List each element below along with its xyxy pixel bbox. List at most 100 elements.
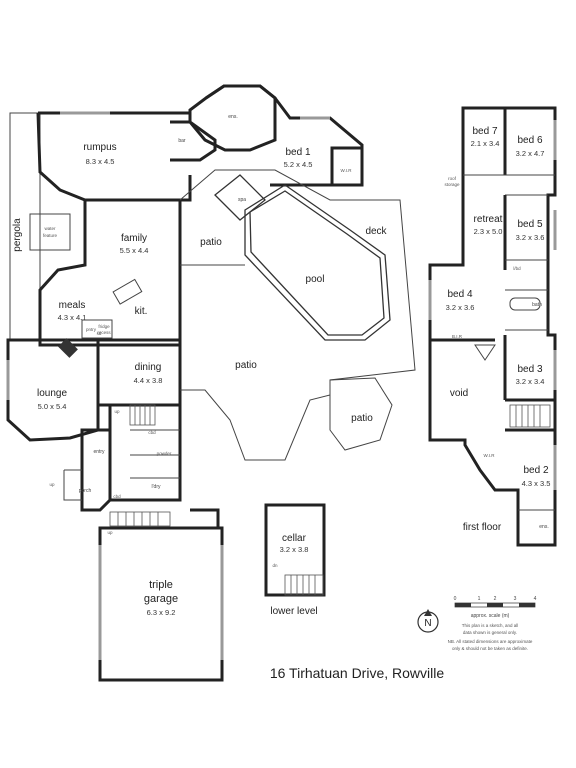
bed7-dims: 2.1 x 3.4 (471, 139, 500, 148)
dining-label: dining (135, 362, 162, 373)
bed6-label: bed 6 (517, 135, 542, 146)
water-feature-box (29, 213, 71, 251)
bed7-label: bed 7 (472, 126, 497, 137)
garage-label-1: triple (149, 579, 173, 591)
meals-label: meals (59, 300, 86, 311)
pantry-label: pntry (86, 327, 97, 332)
bed5-label: bed 5 (517, 219, 542, 230)
bed2-label: bed 2 (523, 465, 548, 476)
pantry-box (81, 319, 113, 339)
upper-stairs (509, 404, 551, 428)
bathtub (509, 297, 541, 311)
pool-label: pool (306, 274, 325, 285)
garage-dims: 6.3 x 9.2 (147, 608, 176, 617)
kitchen-label: kit. (135, 306, 148, 317)
door-mark-dn: dn (272, 563, 278, 568)
fridge-label-1: fridge (98, 324, 110, 329)
property-title: 16 Tirhatuan Drive, Rowville (270, 665, 445, 681)
scale-bar: 0 1 2 3 4 approx. scale (m) This plan is… (448, 596, 537, 651)
roof-storage-label-1: roof (448, 176, 457, 181)
void-arrow (474, 344, 496, 361)
ensuite-walls (188, 84, 277, 152)
wir-walls (330, 146, 364, 187)
garage-label-2: garage (144, 593, 178, 605)
outdoor-areas (179, 169, 416, 461)
lower-level-label: lower level (270, 606, 317, 617)
patio-upper-label: patio (200, 237, 222, 248)
laundry-label: l'dry (151, 484, 161, 490)
entry-label: entry (93, 449, 105, 455)
scale-note-2: data shown is general only. (463, 630, 517, 635)
rumpus-dims: 8.3 x 4.5 (86, 157, 115, 166)
lounge-dims: 5.0 x 5.4 (38, 402, 67, 411)
scale-tick-4: 4 (534, 596, 537, 602)
spa-label: spa (238, 197, 246, 203)
small-patio-outline (329, 377, 393, 451)
dining-dims: 4.4 x 3.8 (134, 376, 163, 385)
roof-storage-label-2: storage (444, 182, 460, 187)
family-label: family (121, 233, 147, 244)
fridge-label-2: recess (97, 330, 111, 335)
lbd-label: l/bd (513, 266, 521, 271)
north-arrow-icon: N (417, 609, 439, 633)
bed3-dims: 3.2 x 3.4 (516, 377, 545, 386)
ground-floor-walls (6, 84, 364, 682)
room-labels: rumpus 8.3 x 4.5 bar ens. bed 1 5.2 x 4.… (12, 114, 388, 617)
bed1-dims: 5.2 x 4.5 (284, 160, 313, 169)
entry-walls (80, 428, 112, 512)
patio-outline (179, 169, 416, 461)
lounge-label: lounge (37, 388, 67, 399)
water-feature-label-2: feature (43, 233, 58, 238)
door-mark-up-2: up (49, 482, 55, 487)
porch-outline (63, 469, 82, 501)
bir-label: B.I.R (452, 334, 463, 339)
scale-tick-1: 1 (478, 596, 481, 602)
scale-tick-0: 0 (454, 596, 457, 602)
cellar-walls (264, 503, 326, 597)
door-mark-up-3: up (107, 530, 113, 535)
first-floor-walls (428, 106, 557, 547)
pool-outline (244, 184, 391, 341)
cbd-label: cbd (148, 430, 156, 435)
fireplace-icon (58, 338, 78, 358)
bath-label: bath (532, 302, 542, 308)
powder-label: powder (157, 451, 172, 456)
scale-note-1: This plan is a sketch, and all (462, 623, 519, 628)
family-walls (38, 198, 182, 347)
scale-note-4: only & should not be taken as definite. (452, 646, 528, 651)
spa-outline (214, 174, 266, 221)
door-mark-sd: sd (97, 331, 102, 336)
meals-dims: 4.3 x 4.1 (58, 313, 87, 322)
north-label: N (424, 618, 431, 629)
patio-mid-label: patio (235, 360, 257, 371)
ens-label: ens. (228, 114, 237, 120)
scale-tick-2: 2 (494, 596, 497, 602)
bed4-dims: 3.2 x 3.6 (446, 303, 475, 312)
scale-caption: approx. scale (m) (471, 613, 510, 619)
bed1-label: bed 1 (285, 147, 310, 158)
bed2-dims: 4.3 x 3.5 (522, 479, 551, 488)
bed5-dims: 3.2 x 3.6 (516, 233, 545, 242)
garage-stairs (109, 511, 171, 527)
rumpus-label: rumpus (83, 142, 116, 153)
retreat-label: retreat (474, 214, 503, 225)
bed3-label: bed 3 (517, 364, 542, 375)
first-floor-label: first floor (463, 522, 502, 533)
bar-walls (170, 120, 217, 162)
cellar-label: cellar (282, 533, 307, 544)
deck-label: deck (365, 226, 387, 237)
water-feature-label-1: water (44, 226, 56, 231)
bed4-label: bed 4 (447, 289, 472, 300)
kitchen-island (112, 278, 143, 305)
patio-small-label: patio (351, 413, 373, 424)
wir-label: W.I.R (341, 168, 353, 173)
bed6-dims: 3.2 x 4.7 (516, 149, 545, 158)
void-label: void (450, 388, 468, 399)
scale-note-3: NB. All stated dimensions are approximat… (448, 639, 533, 644)
cbd2-label: cbd (113, 494, 121, 499)
entry-stairs (129, 404, 156, 426)
ens-upper-label: ens. (539, 524, 548, 530)
door-mark-up: up (114, 409, 120, 414)
wir-upper-label: W.I.R (484, 453, 496, 458)
